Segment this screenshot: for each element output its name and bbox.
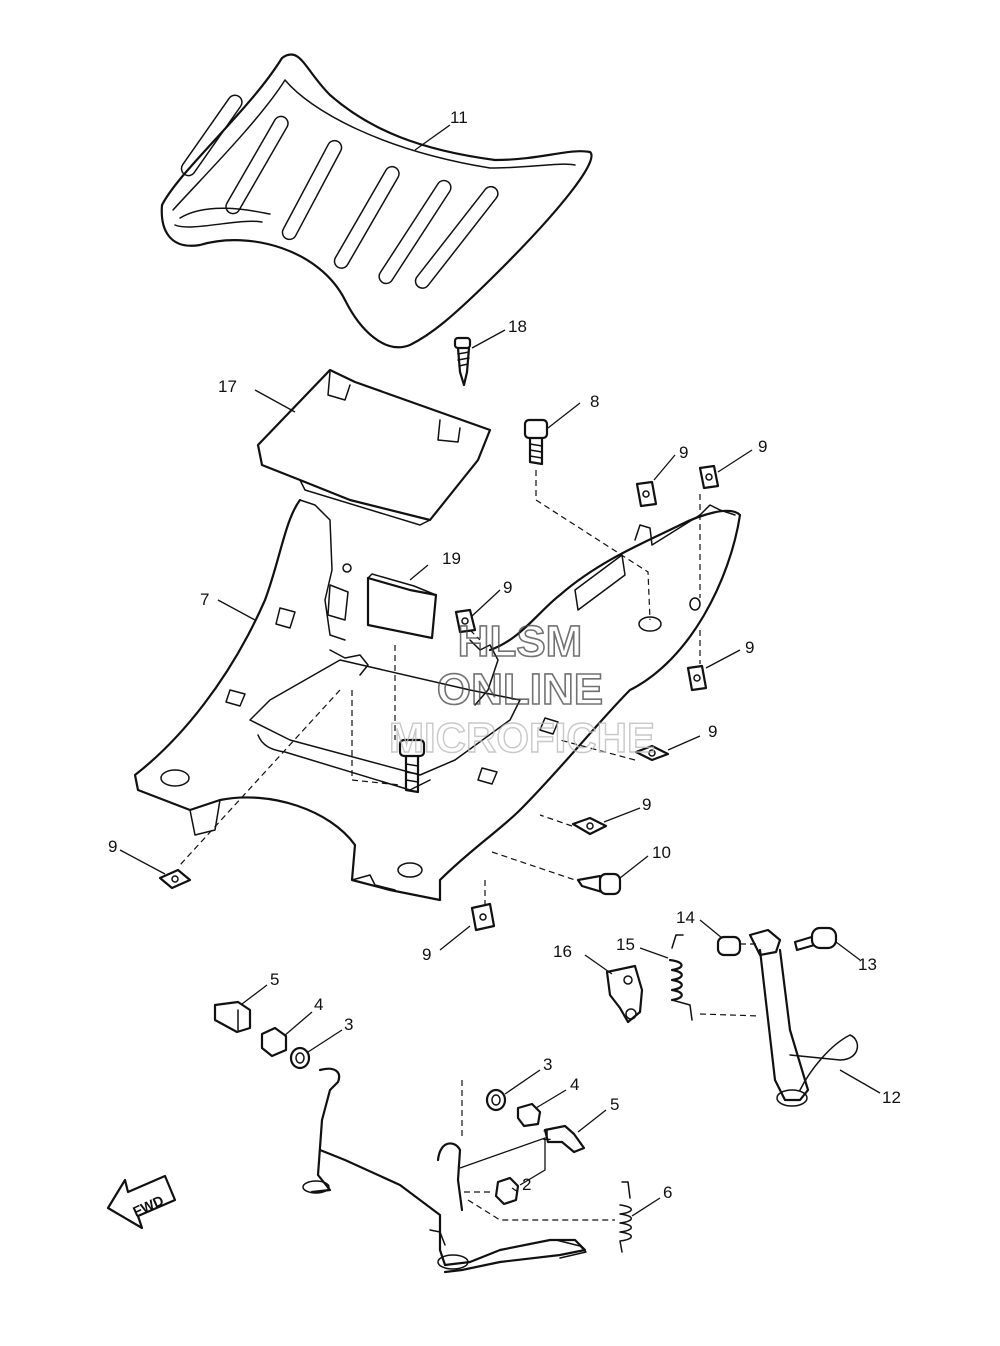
floor-panel xyxy=(133,498,742,902)
clip-nuts xyxy=(158,464,720,932)
callout-18: 18 xyxy=(508,317,527,336)
callout-15: 15 xyxy=(616,935,635,954)
callout-16: 16 xyxy=(553,942,572,961)
callout-9-f: 9 xyxy=(642,795,651,814)
watermark-line-2: ONLINE xyxy=(437,665,603,714)
callout-13: 13 xyxy=(858,955,877,974)
pad-19 xyxy=(366,573,438,640)
callout-9-c: 9 xyxy=(503,578,512,597)
callout-1: 1 xyxy=(542,1125,551,1144)
callout-3-upper: 3 xyxy=(344,1015,353,1034)
callout-2: 2 xyxy=(522,1175,531,1194)
callout-12: 12 xyxy=(882,1088,901,1107)
floor-mat xyxy=(160,53,593,349)
callout-leaders xyxy=(119,124,881,1217)
screw-18 xyxy=(453,336,472,387)
callout-9-b: 9 xyxy=(758,437,767,456)
callout-11: 11 xyxy=(450,108,468,127)
bolt-8 xyxy=(398,418,549,794)
callout-6: 6 xyxy=(663,1183,672,1202)
watermark: HLSM ONLINE MICROFICHE xyxy=(388,616,655,762)
screw-10 xyxy=(576,872,622,896)
callout-9-e: 9 xyxy=(708,722,717,741)
assembly-lines xyxy=(179,470,761,1221)
callout-4-upper: 4 xyxy=(314,995,323,1014)
callout-5-lower: 5 xyxy=(610,1095,619,1114)
center-stand-assembly xyxy=(213,1000,632,1274)
callout-9-h: 9 xyxy=(422,945,431,964)
battery-cover xyxy=(256,368,492,526)
callout-4-lower: 4 xyxy=(570,1075,579,1094)
callout-19: 19 xyxy=(442,549,461,568)
callout-5-upper: 5 xyxy=(270,970,279,989)
callout-7: 7 xyxy=(200,590,209,609)
forward-label: FWD xyxy=(130,1192,166,1220)
callout-8: 8 xyxy=(590,392,599,411)
callout-9-d: 9 xyxy=(745,638,754,657)
callout-10: 10 xyxy=(652,843,671,862)
callout-9-g: 9 xyxy=(108,837,117,856)
callout-14: 14 xyxy=(676,908,695,927)
watermark-line-1: HLSM xyxy=(458,617,583,666)
callout-3-lower: 3 xyxy=(543,1055,552,1074)
callout-9-a: 9 xyxy=(679,443,688,462)
watermark-line-3: MICROFICHE xyxy=(389,714,655,761)
side-stand-assembly xyxy=(605,926,859,1107)
callout-17: 17 xyxy=(218,377,237,396)
forward-arrow-icon: FWD xyxy=(106,1174,177,1230)
callout-labels: 1 2 3 3 4 4 5 5 6 7 8 9 9 9 9 9 9 9 9 10… xyxy=(108,108,901,1202)
